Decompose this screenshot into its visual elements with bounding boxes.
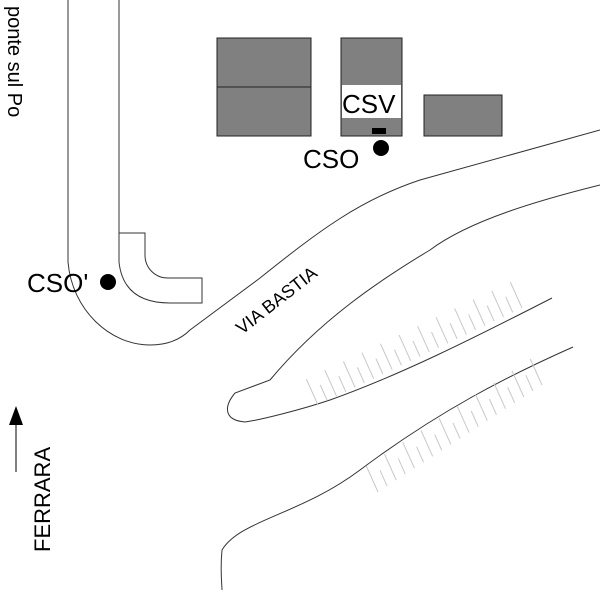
hatch-tick bbox=[525, 375, 534, 392]
cso-marker-icon bbox=[373, 140, 389, 156]
hatch-tick bbox=[384, 453, 397, 481]
hatch-tick bbox=[431, 331, 440, 348]
hatch-tick bbox=[435, 317, 449, 344]
csv-marker bbox=[372, 128, 386, 134]
hatch-tick bbox=[493, 382, 507, 409]
csv-label: CSV bbox=[342, 89, 396, 119]
embankment-hatch-lower bbox=[365, 358, 543, 493]
road-left-outer-edge bbox=[67, 0, 600, 346]
hatch-tick bbox=[375, 358, 384, 375]
hatch-tick bbox=[472, 299, 486, 326]
arrow-up-icon bbox=[9, 406, 23, 425]
hatch-tick bbox=[468, 314, 477, 331]
hatch-tick bbox=[488, 398, 497, 415]
hatch-tick bbox=[452, 422, 461, 439]
hatch-tick bbox=[511, 370, 525, 398]
hatch-tick bbox=[507, 387, 516, 404]
bridge-label: ponte sul Po bbox=[3, 6, 25, 117]
hatch-tick bbox=[393, 349, 402, 366]
cso-prime-marker-icon bbox=[100, 274, 116, 290]
hatch-tick bbox=[529, 358, 543, 386]
hatch-tick bbox=[379, 470, 388, 487]
hatch-tick bbox=[402, 442, 415, 469]
direction-label: FERRARA bbox=[30, 447, 55, 552]
hatch-tick bbox=[397, 458, 406, 475]
hatch-tick bbox=[338, 375, 347, 392]
csv-label-band bbox=[342, 85, 401, 118]
hatch-tick bbox=[438, 418, 452, 445]
hatch-tick bbox=[417, 325, 430, 353]
hatch-tick bbox=[486, 305, 495, 322]
hatch-tick bbox=[434, 434, 443, 451]
hatch-tick bbox=[305, 378, 319, 406]
hatch-tick bbox=[420, 430, 434, 457]
hatch-tick bbox=[361, 352, 375, 379]
hatch-tick bbox=[380, 343, 393, 370]
hatch-tick bbox=[470, 410, 479, 427]
hatch-tick bbox=[398, 334, 412, 362]
hatch-tick bbox=[412, 340, 421, 357]
hatch-tick bbox=[505, 296, 514, 313]
building-3 bbox=[423, 94, 503, 137]
road-left-inner-edge bbox=[118, 0, 203, 304]
hatch-tick bbox=[454, 308, 467, 335]
hatch-tick bbox=[416, 446, 425, 463]
cso-prime-label: CSO' bbox=[27, 268, 88, 298]
street-label: VIA BASTIA bbox=[232, 263, 321, 339]
river-bank-edge bbox=[220, 346, 574, 591]
hatch-tick bbox=[449, 323, 458, 340]
embankment-hatch-upper bbox=[305, 281, 523, 406]
hatch-tick bbox=[324, 369, 338, 397]
hatch-tick bbox=[491, 290, 504, 318]
hatch-tick bbox=[475, 394, 488, 421]
via-bastia-lower-edge bbox=[227, 184, 600, 423]
hatch-tick bbox=[356, 367, 365, 384]
hatch-tick bbox=[365, 465, 379, 493]
cso-label: CSO bbox=[303, 144, 359, 174]
hatch-tick bbox=[509, 281, 523, 309]
hatch-tick bbox=[456, 406, 470, 433]
hatch-tick bbox=[342, 361, 356, 388]
hatch-tick bbox=[319, 384, 328, 401]
